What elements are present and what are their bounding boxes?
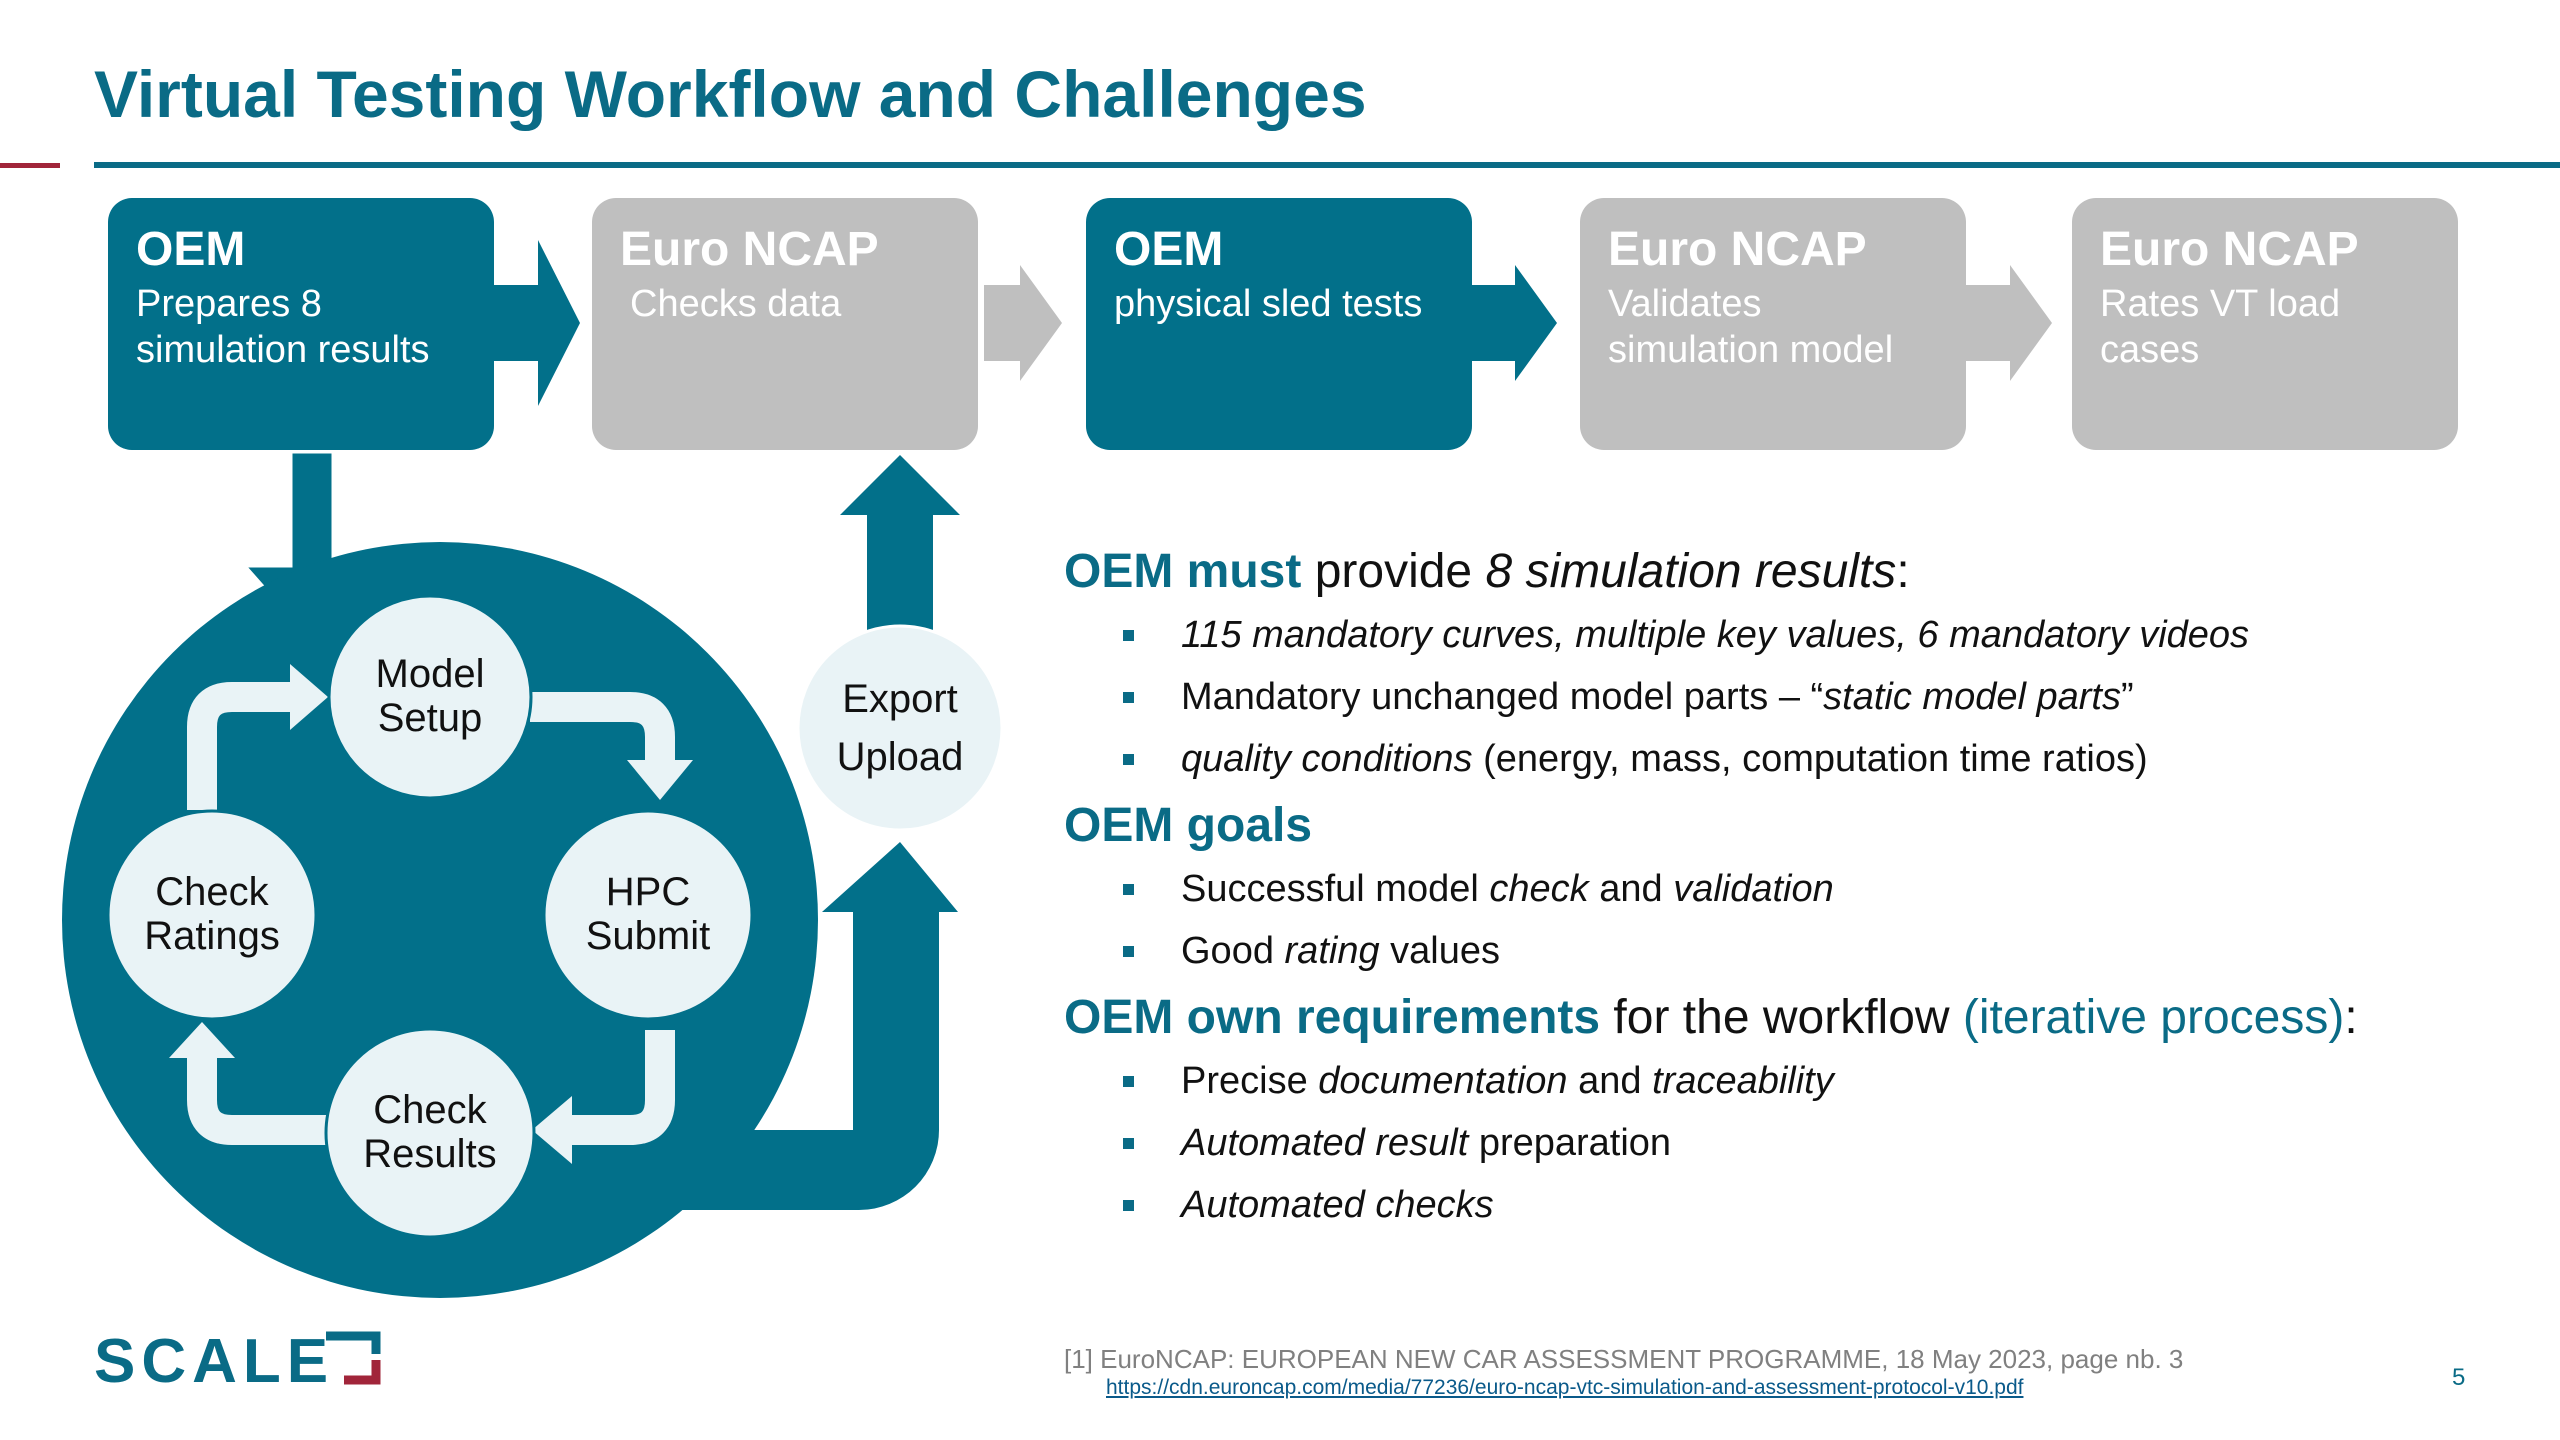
logo-bracket-icon bbox=[326, 1331, 381, 1385]
node-check-results-label: Check Results bbox=[363, 1088, 497, 1176]
section-oem-requirements-heading: OEM own requirements for the workflow (i… bbox=[1064, 991, 2358, 1044]
process-box-oem-sled-tests: OEM physical sled tests bbox=[1086, 198, 1472, 450]
section-oem-goals-heading: OEM goals bbox=[1064, 799, 1313, 852]
process-box-text: Rates VT load cases bbox=[2100, 282, 2341, 371]
page-title: Virtual Testing Workflow and Challenges bbox=[94, 57, 1367, 131]
arrow-3-4 bbox=[1470, 265, 1557, 381]
logo-wordmark: SCALE bbox=[94, 1330, 334, 1390]
arrow-export-path bbox=[600, 842, 958, 1210]
section-oem-goals-list: Successful model check and validation Go… bbox=[1064, 858, 2524, 982]
process-box-text: physical sled tests bbox=[1114, 282, 1423, 325]
node-hpc-submit-label: HPC Submit bbox=[585, 870, 711, 958]
process-box-text: Checks data bbox=[630, 282, 842, 325]
process-box-title: Euro NCAP bbox=[1608, 223, 1867, 276]
list-item: Good rating values bbox=[1064, 920, 2524, 982]
section-oem-must-heading: OEM must provide 8 simulation results: bbox=[1064, 545, 1910, 598]
list-item: Precise documentation and traceability bbox=[1064, 1050, 2524, 1112]
footnote-link[interactable]: https://cdn.euroncap.com/media/77236/eur… bbox=[1106, 1376, 2024, 1399]
process-box-euroncap-rates: Euro NCAP Rates VT load cases bbox=[2072, 198, 2458, 450]
arrow-1-2 bbox=[490, 240, 580, 406]
title-divider bbox=[94, 162, 2560, 168]
process-box-euroncap-validates: Euro NCAP Validates simulation model bbox=[1580, 198, 1966, 450]
cycle-background bbox=[62, 542, 818, 1298]
scale-logo: SCALE bbox=[94, 1330, 381, 1390]
arrow-2-3 bbox=[984, 265, 1062, 381]
page-number: 5 bbox=[2452, 1364, 2466, 1391]
requirements-content: OEM must provide 8 simulation results: 1… bbox=[1064, 540, 2524, 1236]
process-box-title: OEM bbox=[136, 223, 246, 276]
section-oem-requirements-list: Precise documentation and traceability A… bbox=[1064, 1050, 2524, 1236]
list-item: Mandatory unchanged model parts – “stati… bbox=[1064, 666, 2524, 728]
process-box-title: OEM bbox=[1114, 223, 1224, 276]
process-box-text: Validates simulation model bbox=[1608, 282, 1894, 371]
list-item: Successful model check and validation bbox=[1064, 858, 2524, 920]
node-check-ratings-label: Check Ratings bbox=[144, 870, 280, 958]
node-hpc-submit-circle bbox=[542, 809, 754, 1021]
node-export-upload-label: Export Upload bbox=[800, 670, 1000, 786]
arrow-4-5 bbox=[1964, 265, 2052, 381]
red-accent-mark bbox=[0, 163, 60, 168]
node-check-results-circle bbox=[324, 1027, 536, 1239]
node-export-upload-circle bbox=[796, 624, 1004, 832]
list-item: quality conditions (energy, mass, comput… bbox=[1064, 728, 2524, 790]
section-oem-must-list: 115 mandatory curves, multiple key value… bbox=[1064, 604, 2524, 790]
node-check-ratings-circle bbox=[106, 809, 318, 1021]
process-box-text: Prepares 8 simulation results bbox=[136, 282, 430, 371]
list-item: 115 mandatory curves, multiple key value… bbox=[1064, 604, 2524, 666]
arrow-up-to-checks bbox=[840, 455, 960, 640]
process-box-euroncap-checks: Euro NCAP Checks data bbox=[592, 198, 978, 450]
process-box-title: Euro NCAP bbox=[2100, 223, 2359, 276]
process-box-title: Euro NCAP bbox=[620, 223, 879, 276]
node-model-setup-circle bbox=[327, 594, 533, 800]
node-model-setup-label: Model Setup bbox=[375, 652, 485, 740]
list-item: Automated result preparation bbox=[1064, 1112, 2524, 1174]
export-label: Export bbox=[842, 677, 958, 721]
process-box-oem-prepares: OEM Prepares 8 simulation results bbox=[108, 198, 494, 450]
footnote: [1] EuroNCAP: EUROPEAN NEW CAR ASSESSMEN… bbox=[1064, 1344, 2184, 1374]
list-item: Automated checks bbox=[1064, 1174, 2524, 1236]
upload-label: Upload bbox=[836, 735, 964, 779]
